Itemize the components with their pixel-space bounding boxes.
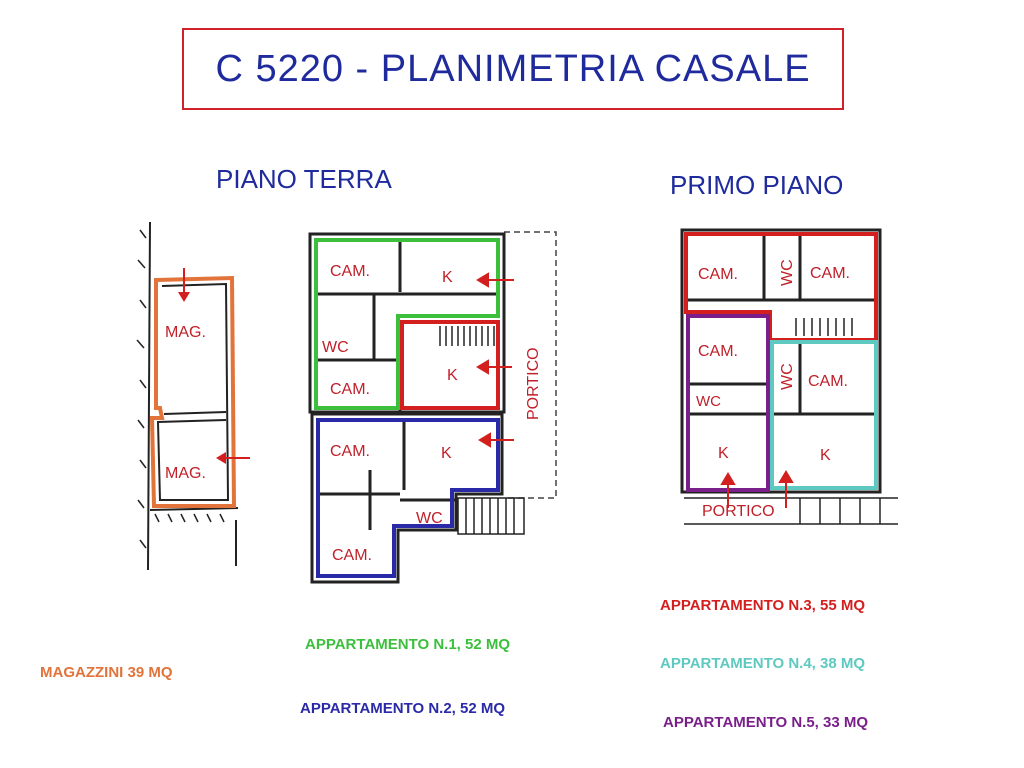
room-label-mag-2: MAG. [165, 465, 206, 482]
ground-floor-label: PIANO TERRA [216, 164, 392, 194]
legend-apt1: APPARTAMENTO N.1, 52 MQ [305, 636, 511, 653]
legend-apt2: APPARTAMENTO N.2, 52 MQ [300, 700, 506, 717]
magazzini-plan: MAG. MAG. [136, 221, 250, 571]
room-label-cam-g4: CAM. [332, 547, 372, 564]
room-label-cam-p1: CAM. [698, 266, 738, 283]
room-label-wc-p3: WC [696, 393, 721, 410]
room-label-cam-p4: CAM. [808, 373, 848, 390]
room-label-cam-g3: CAM. [330, 443, 370, 460]
legend-apt5: APPARTAMENTO N.5, 33 MQ [663, 714, 869, 731]
legend-apt3: APPARTAMENTO N.3, 55 MQ [660, 597, 866, 614]
page-title: C 5220 - PLANIMETRIA CASALE [215, 47, 811, 90]
legend-magazzini: MAGAZZINI 39 MQ [40, 664, 173, 681]
room-label-k-g3: K [441, 445, 452, 462]
room-label-cam-g2: CAM. [330, 381, 370, 398]
ground-floor-plan: CAM. K WC CAM. K CAM. K WC CAM. PORTICO [308, 231, 557, 584]
room-label-k-g2: K [447, 367, 458, 384]
first-floor-plan: CAM. WC CAM. CAM. WC CAM. WC K K PORTICO [680, 228, 898, 525]
room-label-portico-g: PORTICO [525, 347, 542, 420]
room-label-cam-p3: CAM. [698, 343, 738, 360]
room-label-cam-p2: CAM. [810, 265, 850, 282]
room-label-k-p1: K [718, 445, 729, 462]
room-label-mag-1: MAG. [165, 324, 206, 341]
room-label-portico-p: PORTICO [702, 503, 775, 520]
room-label-cam-g1: CAM. [330, 263, 370, 280]
title-box: C 5220 - PLANIMETRIA CASALE [182, 28, 844, 110]
room-label-wc-g1: WC [322, 339, 349, 356]
room-label-k-p2: K [820, 447, 831, 464]
room-label-wc-p2: WC [779, 363, 796, 390]
room-label-wc-g2: WC [416, 510, 443, 527]
first-floor-label: PRIMO PIANO [670, 170, 844, 200]
room-label-wc-p1: WC [779, 259, 796, 286]
room-label-k-g1: K [442, 269, 453, 286]
legend-apt4: APPARTAMENTO N.4, 38 MQ [660, 655, 866, 672]
